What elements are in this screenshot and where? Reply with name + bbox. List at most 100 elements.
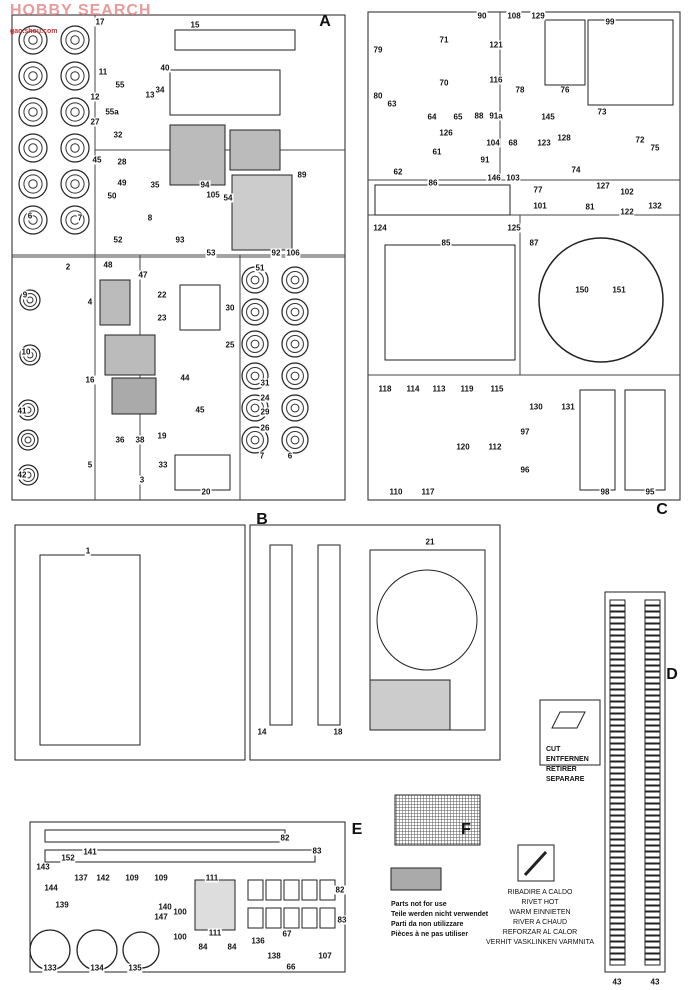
sprue-letter-d: D [666,666,678,683]
part-number: 66 [285,962,297,972]
part-13 [169,69,281,116]
wheel-hub [21,433,35,447]
track-link [609,725,626,732]
part-98 [579,389,616,491]
track-link [609,911,626,918]
part-number: 103 [505,173,521,183]
sprue-letter-a: A [319,13,331,30]
part-number: 2 [64,262,72,272]
part-number: 130 [528,402,544,412]
part-number: 144 [43,883,59,893]
wheel-hub [246,303,264,321]
part-number: 126 [438,128,454,138]
wheel-center [250,307,260,317]
track-link [644,893,661,900]
track-link [644,719,661,726]
track-link [609,899,626,906]
part-number: 70 [438,78,450,88]
part-number: 150 [574,285,590,295]
part-number: 32 [112,130,124,140]
wheel-center [290,435,300,445]
road-wheel [281,266,309,294]
part-number: 135 [127,963,143,973]
track-link [644,677,661,684]
part-number: 95 [644,487,656,497]
part-number: 147 [153,912,169,922]
track-link [609,731,626,738]
track-link [644,695,661,702]
road-wheel [60,61,90,91]
track-link [644,659,661,666]
track-link [644,629,661,636]
part-number: 41 [16,406,28,416]
part-86 [374,184,511,216]
track-link [644,803,661,810]
part-number: 99 [604,17,616,27]
grey-plate-2 [111,377,157,415]
small-box-part [319,879,336,901]
track-link [644,767,661,774]
part-number: 72 [634,135,646,145]
wheel-center [70,107,80,117]
part-number: 13 [144,90,156,100]
track-link [609,797,626,804]
track-link [609,953,626,960]
part-number: 73 [596,107,608,117]
part-number: 109 [153,873,169,883]
part-number: 15 [189,20,201,30]
cut-icon [551,711,586,729]
part-number: 84 [197,942,209,952]
wheel-hub [286,271,304,289]
part-number: 10 [20,347,32,357]
small-box-part [247,879,264,901]
part-number: 129 [530,11,546,21]
track-link [644,731,661,738]
part-number: 152 [60,853,76,863]
small-box-part [301,907,318,929]
part-number: 43 [611,977,623,987]
track-link [644,689,661,696]
small-box-part [283,907,300,929]
turret-ring-part [169,124,226,186]
road-wheel [17,429,39,451]
sprue-frame-b2 [249,524,501,761]
track-link [644,725,661,732]
part-number: 45 [91,155,103,165]
wheel-center [28,35,38,45]
part-number: 6 [286,451,294,461]
part-number: 18 [332,727,344,737]
part-number: 92 [270,248,282,258]
track-link [609,713,626,720]
track-link [644,773,661,780]
sprue-frame-e [29,821,346,973]
track-link [644,707,661,714]
part-number: 106 [285,248,301,258]
track-link [644,713,661,720]
part-number: 88 [473,111,485,121]
track-link [644,863,661,870]
track-link [644,941,661,948]
part-number: 124 [372,223,388,233]
part-number: 82 [334,885,346,895]
track-link [609,893,626,900]
part-number: 77 [532,185,544,195]
legend-line: Parts not for use [391,901,447,908]
hull-plate-85 [384,244,516,361]
part-number: 24 [259,393,271,403]
wheel-center [70,179,80,189]
wheel-center [290,307,300,317]
part-number: 89 [296,170,308,180]
wheel-center [290,371,300,381]
wheel-center [28,71,38,81]
track-link [609,635,626,642]
watermark-brand: HOBBY SEARCH [10,2,152,19]
road-wheel [281,362,309,390]
part-number: 36 [114,435,126,445]
track-link [644,599,661,606]
part-number: 111 [207,928,223,938]
part-number: 90 [476,11,488,21]
part-number: 68 [507,138,519,148]
wheel-hub [65,210,85,230]
track-link [609,743,626,750]
part-number: 29 [259,407,271,417]
